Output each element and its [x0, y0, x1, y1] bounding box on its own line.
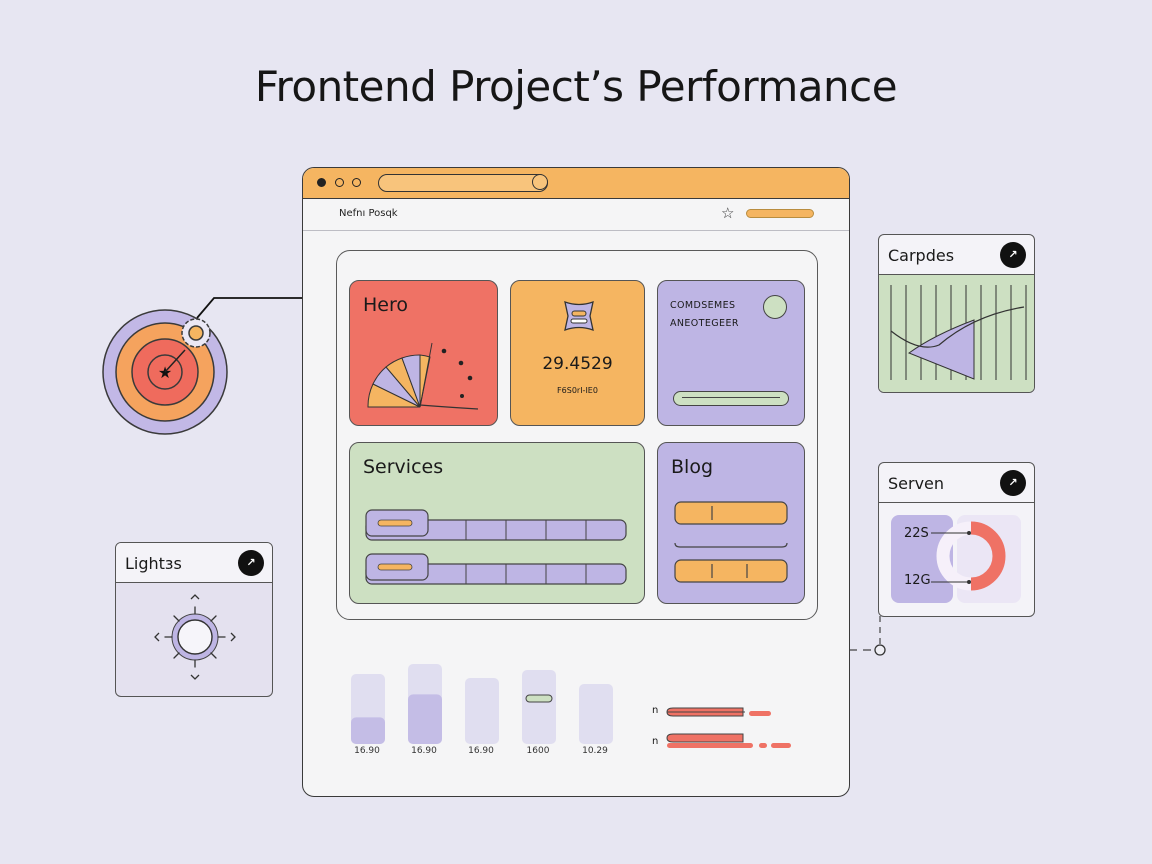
metric-card[interactable]: 29.4529 F6S0rI-IE0 — [510, 280, 645, 426]
legend-prefix: n — [652, 736, 659, 747]
page-title: Frontend Project’s Performance — [254, 62, 898, 111]
lights-open-button[interactable]: ↗ — [238, 550, 264, 576]
legend-prefix: n — [652, 705, 659, 716]
lights-title: Lightɜs — [125, 554, 182, 573]
blog-content-bars — [674, 501, 788, 583]
serven-value-bottom: 12G — [904, 573, 931, 588]
browser-window: Nefnı Posqk ☆ Hero — [302, 167, 850, 797]
legend-lines — [666, 707, 791, 748]
star-icon[interactable]: ☆ — [721, 204, 735, 222]
nav-pill[interactable] — [746, 209, 814, 218]
services-label: Services — [363, 456, 444, 478]
gear-icon — [181, 318, 211, 348]
metric-caption: F6S0rI-IE0 — [557, 386, 598, 395]
bar-marker — [525, 694, 553, 703]
bottom-bar-chart — [351, 664, 613, 744]
status-circle — [763, 295, 787, 319]
dashboard-frame: Hero 29.4529 F6S0r — [336, 250, 818, 620]
bar-track — [579, 684, 613, 744]
donut-gauge-icon — [931, 521, 1006, 591]
fan-chart-icon — [367, 342, 479, 410]
serven-open-button[interactable]: ↗ — [1000, 470, 1026, 496]
window-close-dot[interactable] — [317, 178, 326, 187]
window-maximize-dot[interactable] — [352, 178, 361, 187]
nav-text: Nefnı Posqk — [339, 208, 398, 219]
bar-track — [465, 678, 499, 744]
bar-label: 16.90 — [411, 746, 437, 756]
bar-fill — [351, 717, 385, 744]
serven-title: Serven — [888, 474, 945, 493]
bar-label: 16.90 — [468, 746, 494, 756]
text-card-pill[interactable] — [673, 391, 789, 406]
serven-value-top: 22S — [904, 526, 929, 541]
text-card[interactable]: COMDSEMES ANEOTEGEER — [657, 280, 805, 426]
hero-card[interactable]: Hero — [349, 280, 498, 426]
carpdes-panel[interactable]: Carpdes ↗ — [878, 234, 1035, 393]
blog-card[interactable]: Blog — [657, 442, 805, 604]
bar-label: 1600 — [526, 746, 550, 756]
nav-bar: Nefnı Posqk ☆ — [303, 199, 849, 231]
url-bar[interactable] — [378, 174, 548, 192]
text-card-line-2: ANEOTEGEER — [670, 318, 739, 329]
services-progress-bars — [365, 509, 627, 585]
lights-panel[interactable]: Lightɜs ↗ — [115, 542, 273, 697]
light-control-icon — [154, 594, 236, 680]
blog-label: Blog — [671, 456, 713, 478]
carpdes-chart — [879, 275, 1034, 392]
services-card[interactable]: Services — [349, 442, 645, 604]
window-minimize-dot[interactable] — [335, 178, 344, 187]
bar-label: 16.90 — [354, 746, 380, 756]
bar-label: 10.29 — [582, 746, 608, 756]
carpdes-title: Carpdes — [888, 246, 955, 265]
serven-panel[interactable]: Serven ↗ 22S 12G — [878, 462, 1035, 617]
document-icon — [564, 300, 594, 332]
target-icon: ★ — [102, 309, 228, 435]
hero-label: Hero — [363, 294, 408, 316]
carpdes-open-button[interactable]: ↗ — [1000, 242, 1026, 268]
bar-track — [522, 670, 556, 744]
metric-value: 29.4529 — [542, 354, 613, 374]
browser-titlebar — [303, 168, 849, 199]
bar-fill — [408, 694, 442, 744]
text-card-line-1: COMDSEMES — [670, 300, 736, 311]
